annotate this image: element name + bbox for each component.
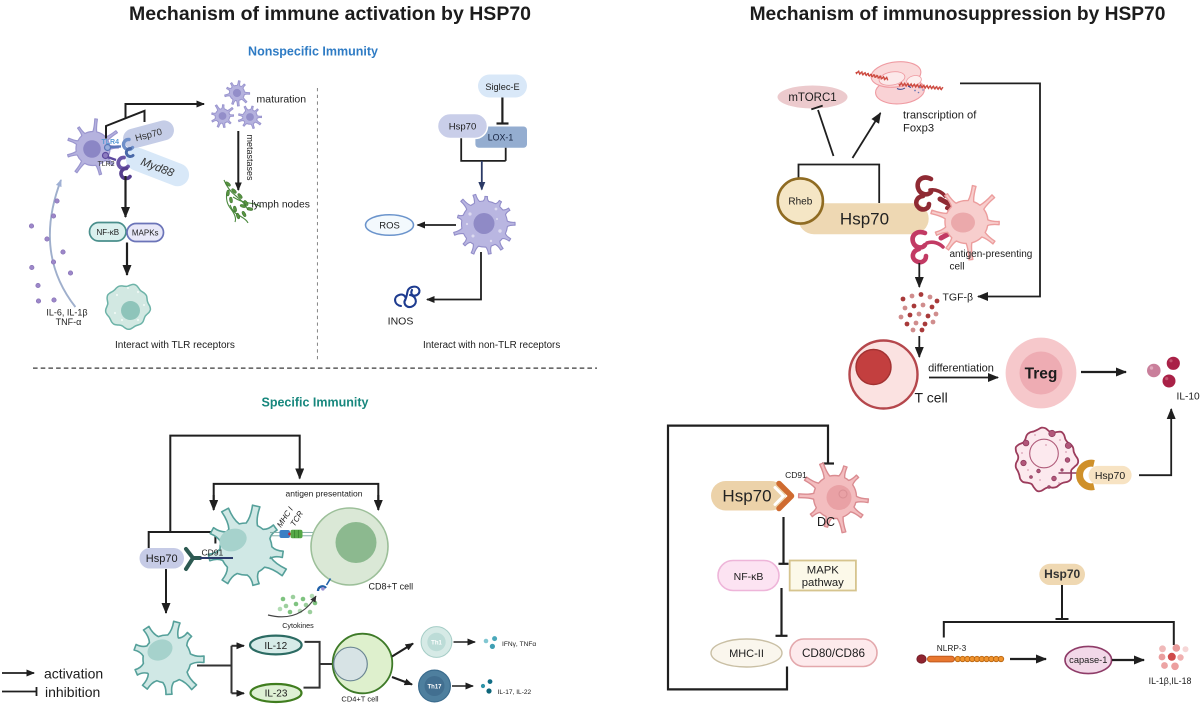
svg-text:T cell: T cell — [915, 390, 948, 406]
svg-text:Rheb: Rheb — [788, 197, 812, 208]
svg-text:Interact with TLR receptors: Interact with TLR receptors — [115, 340, 235, 351]
svg-text:ROS: ROS — [379, 221, 400, 232]
svg-text:IL-1β,IL-18: IL-1β,IL-18 — [1149, 676, 1192, 686]
svg-text:Hsp70: Hsp70 — [146, 553, 178, 565]
svg-text:INOS: INOS — [388, 316, 414, 328]
svg-text:MAPK: MAPK — [807, 564, 839, 576]
svg-text:antigen presentation: antigen presentation — [285, 489, 362, 499]
svg-text:antigen-presenting: antigen-presenting — [950, 249, 1033, 260]
svg-text:Specific Immunity: Specific Immunity — [262, 396, 369, 410]
svg-text:Interact with non-TLR receptor: Interact with non-TLR receptors — [423, 340, 560, 351]
svg-text:NF-κB: NF-κB — [734, 571, 764, 583]
svg-text:Hsp70: Hsp70 — [1095, 470, 1126, 482]
svg-text:pathway: pathway — [802, 577, 844, 589]
svg-text:CD8+T cell: CD8+T cell — [369, 582, 414, 592]
svg-text:Hsp70: Hsp70 — [1044, 567, 1080, 581]
svg-text:IL-6, IL-1β: IL-6, IL-1β — [46, 308, 87, 318]
svg-text:Mechanism of immune activation: Mechanism of immune activation by HSP70 — [129, 3, 531, 25]
svg-text:LOX-1: LOX-1 — [488, 133, 514, 143]
svg-text:Th1: Th1 — [431, 640, 442, 646]
svg-text:Hsp70: Hsp70 — [449, 122, 476, 133]
svg-text:DC: DC — [817, 515, 835, 529]
svg-text:lymph nodes: lymph nodes — [252, 200, 310, 211]
svg-text:maturation: maturation — [257, 94, 307, 106]
svg-text:TLR4: TLR4 — [102, 139, 120, 146]
svg-text:NLRP-3: NLRP-3 — [937, 643, 967, 653]
svg-text:NF-κB: NF-κB — [96, 228, 119, 237]
svg-text:differentiation: differentiation — [928, 363, 994, 375]
svg-text:IL-10: IL-10 — [1177, 392, 1200, 403]
svg-text:Siglec-E: Siglec-E — [485, 82, 519, 92]
svg-text:activation: activation — [44, 666, 103, 682]
svg-text:CD4+T cell: CD4+T cell — [341, 695, 379, 704]
svg-text:Th17: Th17 — [427, 684, 442, 690]
svg-text:MAPKs: MAPKs — [132, 229, 159, 238]
svg-text:capase-1: capase-1 — [1069, 655, 1107, 665]
svg-text:transcription of: transcription of — [903, 110, 977, 122]
svg-text:IFNγ, TNFα: IFNγ, TNFα — [502, 641, 536, 648]
svg-text:MHC-II: MHC-II — [729, 648, 764, 660]
svg-text:Treg: Treg — [1025, 366, 1058, 383]
svg-text:cell: cell — [950, 262, 965, 273]
svg-text:TLR2: TLR2 — [98, 161, 115, 168]
svg-text:Cytokines: Cytokines — [282, 621, 314, 630]
svg-text:IL-12: IL-12 — [264, 641, 287, 652]
svg-text:mTORC1: mTORC1 — [788, 92, 836, 104]
svg-text:Mechanism of immunosuppression: Mechanism of immunosuppression by HSP70 — [750, 4, 1166, 25]
svg-text:CD91: CD91 — [202, 548, 224, 558]
svg-text:TGF-β: TGF-β — [943, 292, 974, 304]
svg-text:inhibition: inhibition — [45, 684, 100, 700]
svg-text:CD80/CD86: CD80/CD86 — [802, 647, 865, 660]
svg-text:metastases: metastases — [245, 135, 255, 182]
svg-text:IL-23: IL-23 — [265, 689, 288, 700]
svg-text:TNF-α: TNF-α — [56, 317, 82, 327]
svg-text:Hsp70: Hsp70 — [840, 210, 889, 229]
svg-text:CD91: CD91 — [785, 470, 807, 480]
svg-text:Foxp3: Foxp3 — [903, 123, 934, 135]
svg-text:IL-17, IL-22: IL-17, IL-22 — [498, 689, 532, 696]
svg-text:Nonspecific Immunity: Nonspecific Immunity — [248, 45, 378, 59]
svg-text:Hsp70: Hsp70 — [722, 487, 771, 506]
